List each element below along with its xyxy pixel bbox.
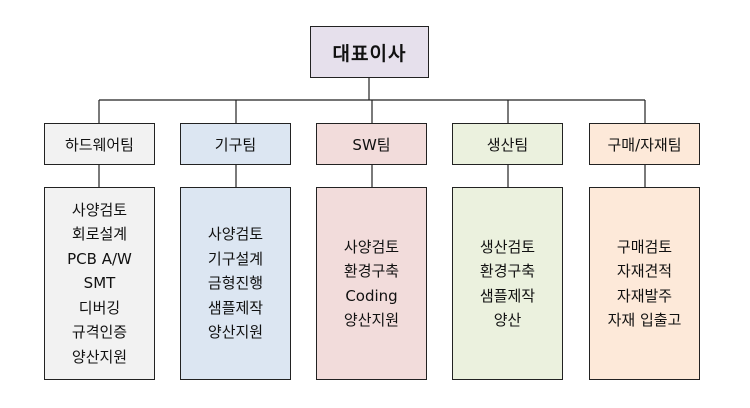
task-item: PCB A/W <box>67 249 132 268</box>
team-label: 구매/자재팀 <box>607 135 682 154</box>
task-item: 사양검토 <box>71 200 128 219</box>
task-item: Coding <box>345 286 398 305</box>
task-item: 자재견적 <box>616 262 673 280</box>
team-label: SW팀 <box>352 135 391 154</box>
task-item: 양산 <box>493 311 522 329</box>
task-box-production: 생산검토 환경구축 샘플제작 양산 <box>452 187 563 380</box>
task-item: 디버깅 <box>78 298 121 317</box>
team-box-mechanical: 기구팀 <box>180 123 291 165</box>
task-box-software: 사양검토 환경구축 Coding 양산지원 <box>316 187 427 380</box>
task-item: 구매검토 <box>616 237 673 256</box>
task-item: 자재 입출고 <box>607 311 682 329</box>
team-label: 기구팀 <box>214 135 257 154</box>
task-item: 양산지원 <box>207 323 264 342</box>
task-box-mechanical: 사양검토 기구설계 금형진행 샘플제작 양산지원 <box>180 187 291 380</box>
task-item: 금형진행 <box>207 274 264 293</box>
task-item: SMT <box>83 274 116 293</box>
task-item: 샘플제작 <box>207 298 264 317</box>
ceo-label: 대표이사 <box>332 42 407 65</box>
task-item: 환경구축 <box>479 262 536 280</box>
team-label: 생산팀 <box>486 135 529 154</box>
team-box-hardware: 하드웨어팀 <box>44 123 155 165</box>
task-item: 샘플제작 <box>479 286 536 305</box>
task-box-hardware: 사양검토 회로설계 PCB A/W SMT 디버깅 규격인증 양산지원 <box>44 187 155 380</box>
task-item: 양산지원 <box>71 347 128 366</box>
task-item: 자재발주 <box>616 286 673 305</box>
task-item: 규격인증 <box>71 323 128 342</box>
team-box-purchasing: 구매/자재팀 <box>589 123 700 165</box>
team-label: 하드웨어팀 <box>64 135 134 154</box>
team-box-production: 생산팀 <box>452 123 563 165</box>
task-item: 양산지원 <box>343 311 400 329</box>
task-item: 환경구축 <box>343 262 400 280</box>
task-box-purchasing: 구매검토 자재견적 자재발주 자재 입출고 <box>589 187 700 380</box>
ceo-box: 대표이사 <box>310 26 429 78</box>
team-box-software: SW팀 <box>316 123 427 165</box>
task-item: 사양검토 <box>207 225 264 244</box>
task-item: 사양검토 <box>343 237 400 256</box>
task-item: 기구설계 <box>207 249 264 268</box>
task-item: 회로설계 <box>71 225 128 244</box>
task-item: 생산검토 <box>479 237 536 256</box>
